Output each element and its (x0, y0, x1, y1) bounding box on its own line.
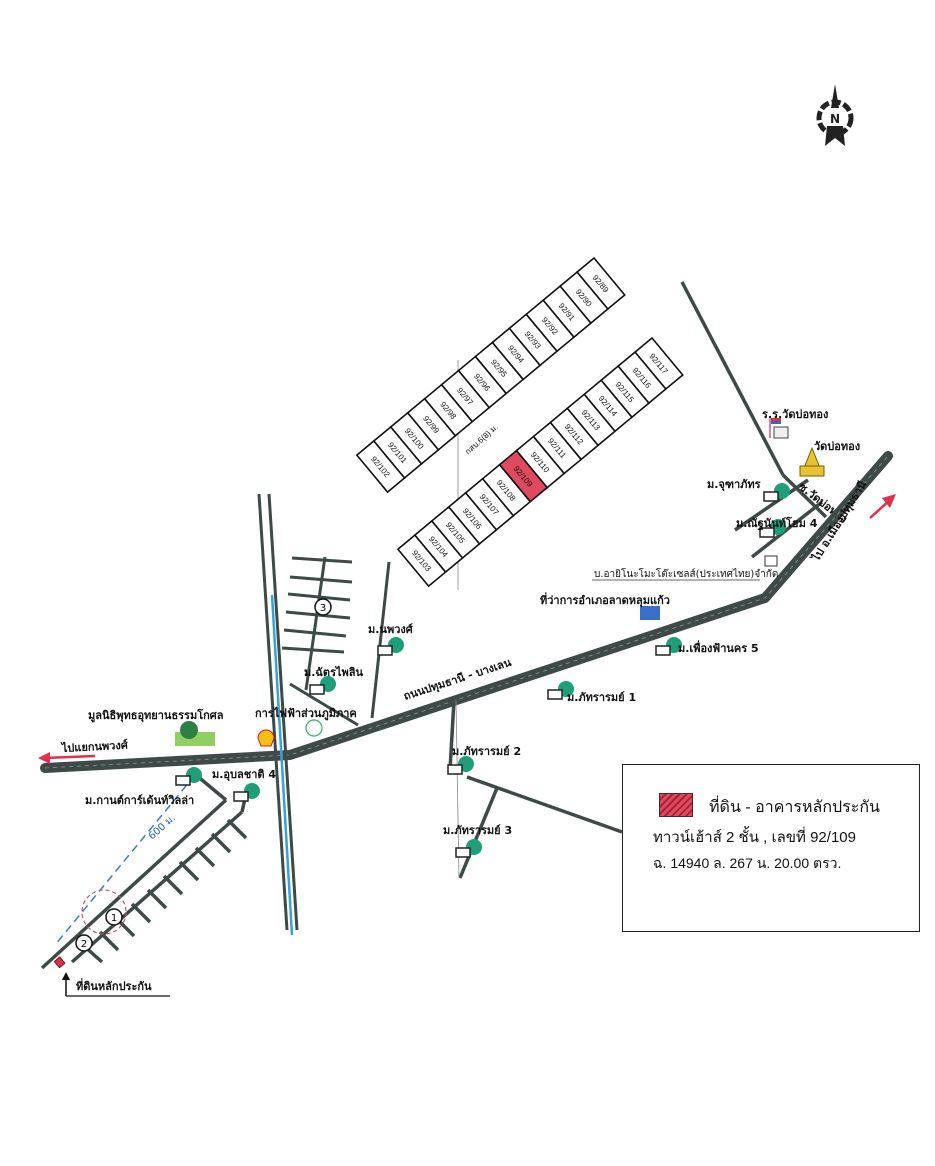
legend-box: ที่ดิน - อาคารหลักประกัน ทาวน์เฮ้าส์ 2 ช… (622, 764, 920, 932)
village-kankan-icon (175, 767, 202, 786)
shell-station-icon (257, 729, 275, 747)
svg-text:3: 3 (320, 603, 326, 614)
district-office-label: ที่ว่าการอำเภอลาดหลุมแก้ว (540, 592, 670, 608)
village-phattharom3-icon (455, 839, 482, 858)
collateral-marker (53, 956, 66, 969)
village-phuengfa-label: ม.เพื่องฟ้านคร 5 (678, 640, 759, 655)
foundation-label: มูลนิธิพุทธอุทยานธรรมโกศล (88, 708, 224, 723)
west-arrow-icon (38, 752, 96, 764)
village-kankan-label: ม.กานต์การ์เด้นท์วิลล่า (85, 794, 194, 807)
company-label: บ.อายิโนะโมะโต๊ะเซลส์(ประเทศไทย)จำกัด (594, 567, 778, 580)
soi-3-grid (281, 556, 391, 727)
svg-text:1: 1 (111, 913, 117, 924)
marker-3: 3 (314, 598, 332, 616)
legend-building-info: ทาวน์เฮ้าส์ 2 ชั้น , เลขที่ 92/109 (653, 829, 856, 846)
canal (257, 493, 299, 936)
phattharom-soi (448, 699, 623, 879)
village-nopphawong-icon (377, 637, 404, 656)
village-phattharom1-icon (547, 681, 574, 700)
temple-icon (799, 446, 825, 477)
temple-label: วัดบ่อทอง (814, 440, 860, 453)
collateral-pointer-arrow-icon (62, 972, 170, 997)
soi-wat-bo-thong (680, 281, 828, 559)
legend-title-deed-info: ฉ. 14940 ล. 267 น. 20.00 ตรว. (653, 855, 842, 871)
marker-2: 2 (75, 934, 93, 952)
school-label: ร.ร.วัดบ่อทอง (762, 408, 828, 421)
inner-road-label: กสบ.6(8) ม. (463, 422, 499, 456)
legend-title: ที่ดิน - อาคารหลักประกัน (709, 799, 880, 816)
village-chattraiphon-label: ม.ฉัตรไพลิน (304, 665, 363, 679)
electricity-logo-icon (305, 719, 323, 737)
compass-north-icon: N (816, 84, 854, 146)
compass-label: N (830, 112, 840, 126)
village-chutaphat-label: ม.จุฑาภัทร (707, 478, 761, 492)
school-icon (769, 418, 789, 439)
village-ubonchat-label: ม.อุบลชาติ 4 (212, 768, 276, 782)
village-phattharom1-label: ม.ภัทรารมย์ 1 (567, 691, 636, 704)
highlight-circle (81, 889, 127, 935)
district-office-icon (640, 606, 660, 620)
townhouse-lots: 92/8992/9092/9192/9292/9392/9492/9592/96… (355, 256, 684, 588)
east-arrow-icon (869, 494, 896, 519)
village-ubonchat-icon (233, 783, 260, 802)
lot (396, 533, 447, 588)
village-nopphawong-label: ม.นพวงศ์ (368, 623, 414, 636)
village-natchanan-label: ม.ณัฐนันท์โฮม 4 (736, 516, 818, 531)
main-road (40, 451, 893, 773)
foundation-tree-icon (175, 721, 215, 746)
svg-text:2: 2 (81, 939, 87, 950)
village-chattraiphon-icon (309, 676, 336, 695)
company-icon (764, 555, 778, 567)
village-phuengfa-icon (655, 637, 682, 656)
electricity-label: การไฟฟ้าส่วนภูมิภาค (255, 706, 357, 721)
collateral-swatch-icon (659, 793, 693, 817)
village-chutaphat-icon (763, 483, 790, 502)
village-phattharom2-label: ม.ภัทรารมย์ 2 (452, 745, 521, 758)
marker-1: 1 (105, 908, 123, 926)
village-phattharom2-icon (447, 756, 474, 775)
west-direction-label: ไปแยกนพวงศ์ (59, 738, 129, 756)
collateral-land-label: ที่ดินหลักประกัน (76, 978, 152, 993)
lot (355, 439, 406, 494)
village-natchanan-icon (759, 519, 786, 538)
distance-line (54, 774, 196, 946)
village-phattharom3-label: ม.ภัทรารมย์ 3 (443, 824, 512, 837)
